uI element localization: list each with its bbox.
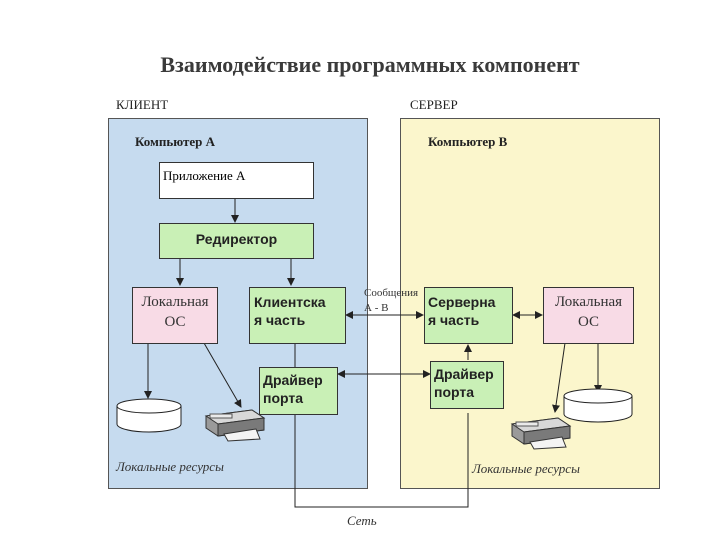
local-os-b-box: Локальная ОС [543, 287, 634, 344]
local-os-b-line2: ОС [577, 313, 600, 330]
driver-a-line1: Драйвер [263, 372, 323, 388]
printer-icon [204, 409, 266, 442]
messages-label: Сообщения А - В [364, 286, 418, 316]
driver-b-line1: Драйвер [434, 366, 494, 382]
driver-a-line2: порта [263, 390, 304, 407]
client-part-line1: Клиентска [254, 294, 326, 310]
driver-b-box: Драйвер порта [430, 361, 504, 409]
redirector-label: Редиректор [195, 231, 278, 247]
printer-icon [510, 417, 572, 450]
local-os-a-line1: Локальная [141, 294, 209, 310]
computer-b-label: Компьютер В [428, 134, 508, 149]
application-a-box: Приложение А [159, 162, 314, 199]
disk-icon [563, 388, 633, 423]
client-local-resources-label: Локальные ресурсы [116, 459, 224, 474]
server-part-line1: Серверна [428, 294, 496, 310]
messages-line1: Сообщения [364, 287, 419, 299]
disk-icon [116, 398, 182, 433]
local-os-a-line2: ОС [164, 313, 186, 330]
driver-a-box: Драйвер порта [259, 367, 338, 415]
client-part-box: Клиентска я часть [249, 287, 346, 344]
messages-line2: А - В [364, 301, 389, 314]
computer-a-label: Компьютер А [135, 134, 216, 149]
local-os-a-box: Локальная ОС [132, 287, 218, 344]
diagram-title: Взаимодействие программных компонент [160, 52, 580, 77]
server-part-box: Серверна я часть [424, 287, 513, 344]
server-local-resources-label: Локальные ресурсы [472, 461, 580, 476]
server-part-line2: я часть [428, 312, 480, 329]
network-label: Сеть [347, 513, 377, 528]
client-label: КЛИЕНТ [116, 97, 169, 112]
server-label: СЕРВЕР [410, 97, 458, 112]
redirector-box: Редиректор [159, 223, 314, 259]
local-os-b-line1: Локальная [554, 294, 623, 310]
client-part-line2: я часть [254, 312, 306, 329]
driver-b-line2: порта [434, 384, 475, 401]
